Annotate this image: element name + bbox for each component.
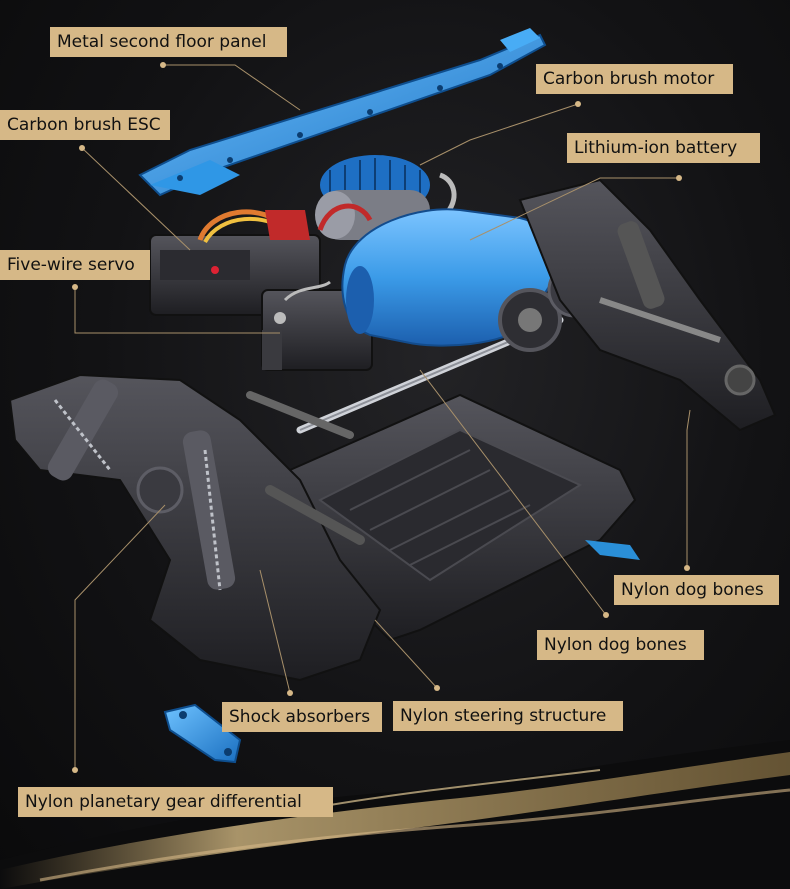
leader-dots [72, 62, 690, 773]
front-suspension-assembly [8, 373, 382, 682]
label-nylon-planetary-gear-differential: Nylon planetary gear differential [18, 787, 333, 817]
label-nylon-steering-structure: Nylon steering structure [393, 701, 623, 731]
gold-brush-stroke [0, 740, 790, 889]
metal-floor-panel-part [138, 28, 547, 197]
blue-bracket-part [163, 703, 242, 764]
label-carbon-brush-motor: Carbon brush motor [536, 64, 733, 94]
rear-suspension-assembly [498, 178, 777, 432]
label-shock-absorbers: Shock absorbers [222, 702, 382, 732]
front-shock-right [182, 430, 236, 591]
front-shock-left [47, 379, 119, 481]
label-lithium-ion-battery: Lithium-ion battery [567, 133, 760, 163]
label-metal-second-floor-panel: Metal second floor panel [50, 27, 287, 57]
five-wire-servo-part [261, 280, 373, 371]
label-nylon-dog-bones-center: Nylon dog bones [537, 630, 704, 660]
label-carbon-brush-esc: Carbon brush ESC [0, 110, 170, 140]
label-nylon-dog-bones-right: Nylon dog bones [614, 575, 779, 605]
label-five-wire-servo: Five-wire servo [0, 250, 150, 280]
leader-lines [74, 64, 691, 770]
